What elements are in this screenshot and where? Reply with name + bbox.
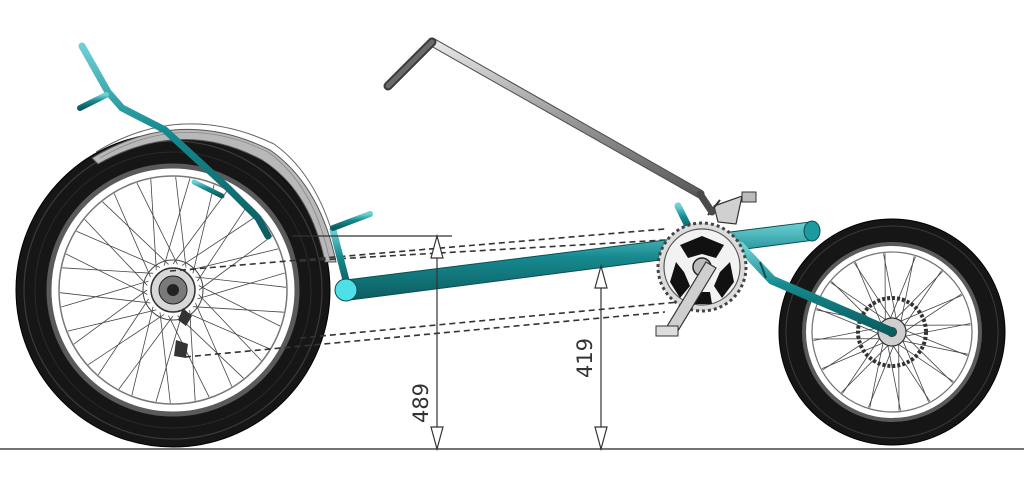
spoke (898, 295, 963, 323)
dimension-489 (292, 233, 452, 452)
spoke (175, 176, 187, 268)
spoke (195, 302, 233, 387)
dimension-419 (594, 263, 608, 452)
spoke (59, 292, 151, 304)
spoke (855, 261, 883, 326)
spoke (900, 256, 915, 324)
spoke (896, 342, 954, 382)
spoke (97, 298, 149, 376)
front-spokes (813, 253, 971, 411)
spoke (900, 340, 968, 355)
spoke (841, 343, 890, 393)
chain (169, 228, 701, 358)
fender-icon (91, 123, 341, 263)
spoke (131, 306, 154, 396)
dimension-label-489: 489 (409, 383, 433, 423)
spoke (903, 334, 953, 383)
spoke (84, 219, 148, 286)
spoke (102, 201, 169, 265)
spoke (189, 309, 196, 401)
spoke (192, 184, 215, 274)
spoke (172, 190, 228, 265)
spoke (159, 312, 171, 404)
spoke (189, 248, 279, 271)
spoke (887, 343, 901, 411)
spoke (61, 280, 149, 308)
spoke (76, 230, 161, 268)
spoke (65, 253, 148, 295)
spoke (891, 343, 931, 402)
spoke (155, 314, 183, 402)
spoke (136, 182, 178, 265)
spoke (181, 214, 259, 266)
spoke (192, 306, 284, 313)
tiller-icon (383, 37, 716, 216)
spoke (198, 235, 273, 291)
spoke (62, 267, 154, 274)
spoke (177, 315, 244, 379)
spoke (821, 341, 886, 369)
spoke (150, 179, 157, 271)
spoke (894, 271, 943, 321)
spoke (883, 253, 897, 321)
spoke (87, 314, 165, 366)
spoke (198, 294, 262, 361)
seat-icon (78, 42, 272, 240)
spoke (73, 289, 148, 345)
dimension-label-419: 419 (573, 338, 597, 378)
spoke (118, 315, 174, 390)
spoke (822, 331, 881, 371)
spoke (185, 312, 270, 350)
spoke (903, 293, 962, 333)
spoke (113, 193, 151, 278)
spoke (842, 336, 882, 394)
chainring-icon (656, 221, 748, 313)
spoke (67, 309, 157, 332)
spoke (813, 327, 881, 341)
spoke (830, 282, 888, 322)
spoke (901, 338, 929, 403)
crank-icon (655, 191, 757, 337)
spoke (902, 270, 942, 328)
spoke (853, 262, 893, 321)
spoke (903, 329, 968, 356)
spoke (869, 340, 884, 408)
